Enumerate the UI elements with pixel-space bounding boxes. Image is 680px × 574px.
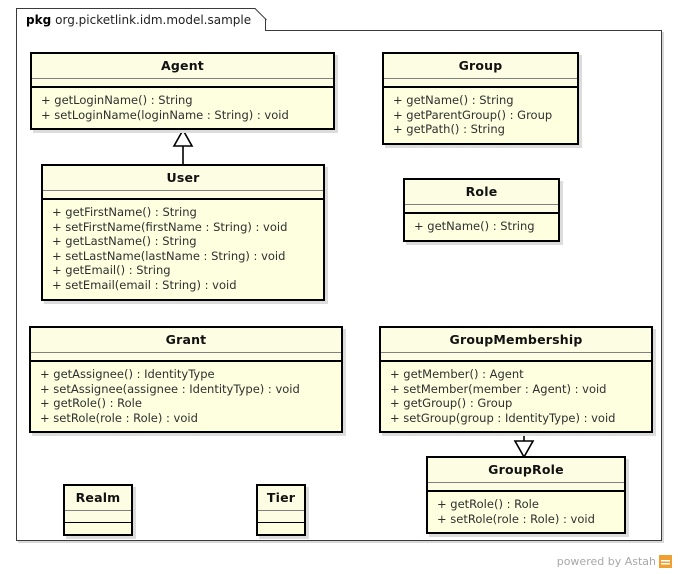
attributes-compartment: [65, 511, 131, 523]
uml-class-realm[interactable]: Realm: [63, 484, 133, 536]
operation: + setLastName(lastName : String) : void: [52, 248, 286, 263]
uml-class-user[interactable]: User + getFirstName() : String + setFirs…: [41, 164, 325, 301]
operation: + getRole() : Role: [40, 396, 142, 411]
attributes-compartment: [428, 483, 624, 492]
operations-compartment: + getAssignee() : IdentityType + setAssi…: [31, 362, 341, 432]
operation: + setEmail(email : String) : void: [52, 277, 237, 292]
operation: + setRole(role : Role) : void: [437, 511, 595, 526]
watermark-text: powered by Astah: [556, 555, 656, 568]
operations-compartment: + getMember() : Agent + setMember(member…: [381, 362, 651, 432]
class-name: Agent: [32, 54, 333, 79]
operation: + setMember(member : Agent) : void: [390, 381, 607, 396]
uml-class-grouprole[interactable]: GroupRole + getRole() : Role + setRole(r…: [426, 456, 626, 535]
operations-compartment: + getLoginName() : String + setLoginName…: [32, 88, 333, 129]
uml-class-role[interactable]: Role + getName() : String: [403, 178, 560, 242]
class-name: Role: [405, 180, 558, 205]
operation: + getName() : String: [393, 93, 514, 107]
class-name: Grant: [31, 328, 341, 353]
uml-class-tier[interactable]: Tier: [256, 484, 306, 536]
operation: + getAssignee() : IdentityType: [40, 367, 215, 381]
watermark: powered by Astah: [557, 555, 672, 568]
class-name: Group: [384, 54, 577, 79]
operation: + setFirstName(firstName : String) : voi…: [52, 219, 288, 234]
operations-compartment: + getFirstName() : String + setFirstName…: [43, 200, 323, 299]
attributes-compartment: [405, 205, 558, 214]
operation: + getRole() : Role: [437, 497, 539, 511]
class-name: GroupRole: [428, 458, 624, 483]
attributes-compartment: [384, 79, 577, 88]
operation: + setAssignee(assignee : IdentityType) :…: [40, 381, 300, 396]
operation: + getName() : String: [414, 219, 535, 233]
operation: + getParentGroup() : Group: [393, 107, 553, 122]
operations-compartment: + getName() : String + getParentGroup() …: [384, 88, 577, 143]
class-name: User: [43, 166, 323, 191]
package-name: org.picketlink.idm.model.sample: [55, 13, 252, 27]
operation: + setGroup(group : IdentityType) : void: [390, 410, 616, 425]
operation: + setLoginName(loginName : String) : voi…: [41, 107, 289, 122]
attributes-compartment: [43, 191, 323, 200]
class-name: Realm: [65, 486, 131, 511]
attributes-compartment: [258, 511, 304, 523]
operation: + getGroup() : Group: [390, 396, 513, 411]
operation: + getLoginName() : String: [41, 93, 193, 107]
class-name: GroupMembership: [381, 328, 651, 353]
attributes-compartment: [31, 353, 341, 362]
operation: + getMember() : Agent: [390, 367, 524, 381]
uml-class-grant[interactable]: Grant + getAssignee() : IdentityType + s…: [29, 326, 343, 434]
package-tab[interactable]: pkg org.picketlink.idm.model.sample: [16, 8, 266, 31]
attributes-compartment: [381, 353, 651, 362]
uml-class-groupmembership[interactable]: GroupMembership + getMember() : Agent + …: [379, 326, 653, 434]
operations-compartment: [65, 523, 131, 534]
operation: + getEmail() : String: [52, 263, 171, 278]
operation: + getLastName() : String: [52, 234, 197, 249]
attributes-compartment: [32, 79, 333, 88]
uml-class-agent[interactable]: Agent + getLoginName() : String + setLog…: [30, 52, 335, 131]
operation: + setRole(role : Role) : void: [40, 410, 198, 425]
uml-class-group[interactable]: Group + getName() : String + getParentGr…: [382, 52, 579, 145]
astah-logo-icon: [659, 555, 672, 568]
operation: + getPath() : String: [393, 122, 505, 137]
class-name: Tier: [258, 486, 304, 511]
operations-compartment: + getRole() : Role + setRole(role : Role…: [428, 492, 624, 533]
operations-compartment: + getName() : String: [405, 214, 558, 240]
operations-compartment: [258, 523, 304, 534]
package-keyword: pkg: [26, 13, 52, 27]
operation: + getFirstName() : String: [52, 205, 197, 219]
